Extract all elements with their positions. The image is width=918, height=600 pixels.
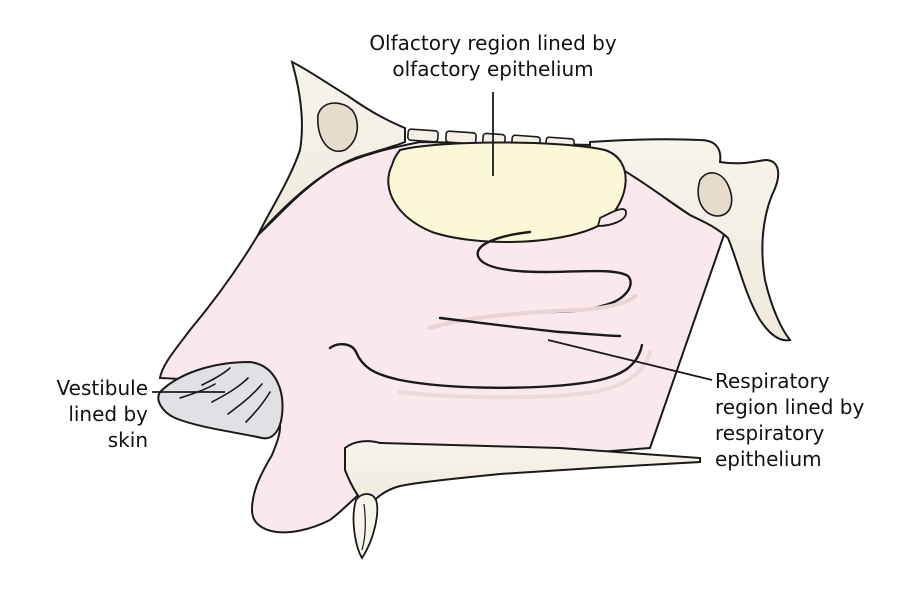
frontal-sinus <box>317 102 359 153</box>
respiratory-leader-line <box>547 339 713 381</box>
superior-concha <box>596 208 627 227</box>
sphenoid-sinus <box>697 172 733 217</box>
hard-palate <box>344 440 701 510</box>
sphenoid-bone <box>589 138 792 342</box>
inferior-meatus <box>328 343 644 389</box>
respiratory-label-line4: epithelium <box>715 447 822 471</box>
olfactory-region-area <box>387 141 627 244</box>
respiratory-region-label: Respiratory region lined by respiratory … <box>715 368 864 472</box>
olfactory-region-label: Olfactory region lined by olfactory epit… <box>348 30 638 82</box>
inferior-concha-shadow <box>428 294 637 330</box>
incisor-tooth-line <box>361 503 366 551</box>
respiratory-label-line2: region lined by <box>715 395 865 419</box>
respiratory-label-line3: respiratory <box>715 421 825 445</box>
respiratory-label-line1: Respiratory <box>715 369 830 393</box>
inferior-concha <box>438 316 622 338</box>
olfactory-label-line2: olfactory epithelium <box>392 57 594 81</box>
olfactory-label-line1: Olfactory region lined by <box>369 31 617 55</box>
vestibule-area <box>157 360 284 440</box>
vestibule-label: Vestibule lined by skin <box>20 375 148 453</box>
vestibule-label-line2: lined by <box>68 402 148 426</box>
vestibule-label-line3: skin <box>107 428 148 452</box>
vestibule-label-line1: Vestibule <box>56 376 148 400</box>
inferior-meatus-shadow <box>398 350 652 400</box>
